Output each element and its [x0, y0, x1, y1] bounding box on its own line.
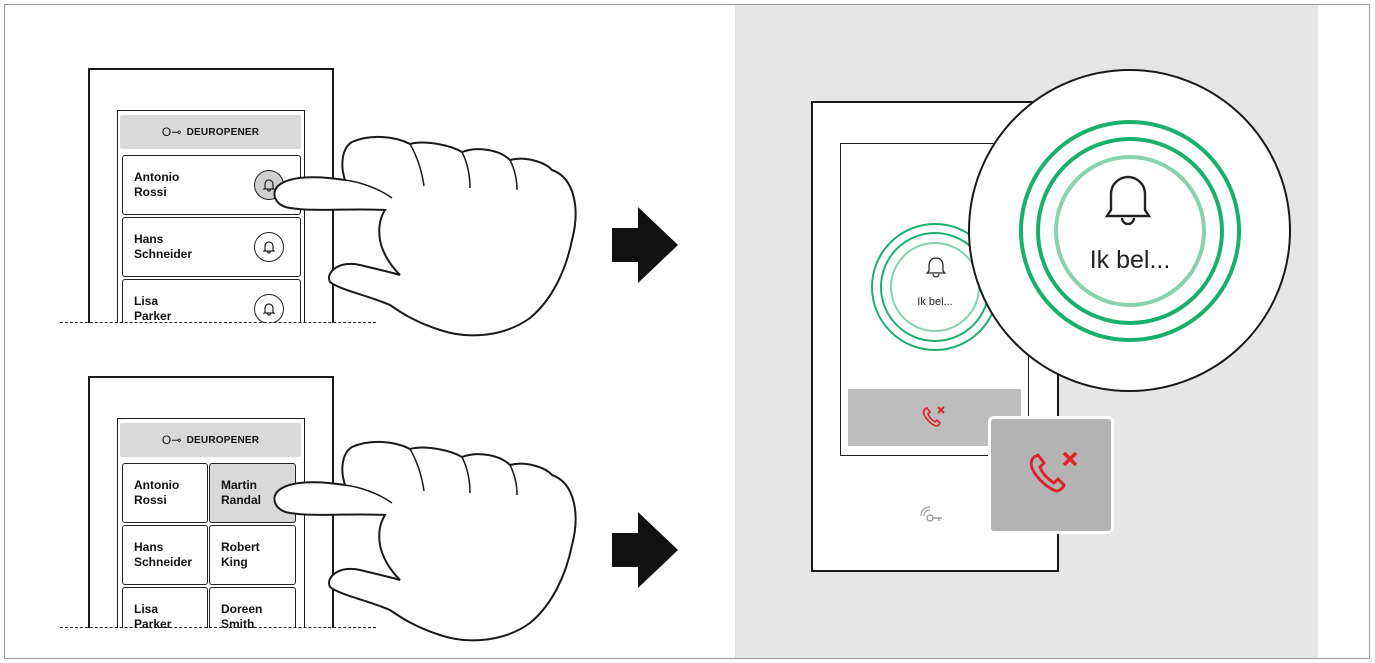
hangup-phone-icon: [1026, 447, 1086, 507]
door-opener-icon: [920, 508, 944, 524]
pointing-hand-icon: [0, 0, 735, 340]
calling-status-small: Ik bel...: [897, 296, 973, 308]
bell-icon: [1100, 172, 1156, 228]
pointing-hand-icon: [0, 305, 735, 645]
calling-status-zoomed: Ik bel...: [1079, 246, 1181, 275]
hangup-phone-icon: [920, 404, 948, 432]
arrow-right-icon: [612, 512, 682, 590]
calling-rings-zoomed: [1019, 120, 1241, 342]
arrow-right-icon: [612, 207, 682, 285]
bell-icon: [926, 256, 946, 278]
